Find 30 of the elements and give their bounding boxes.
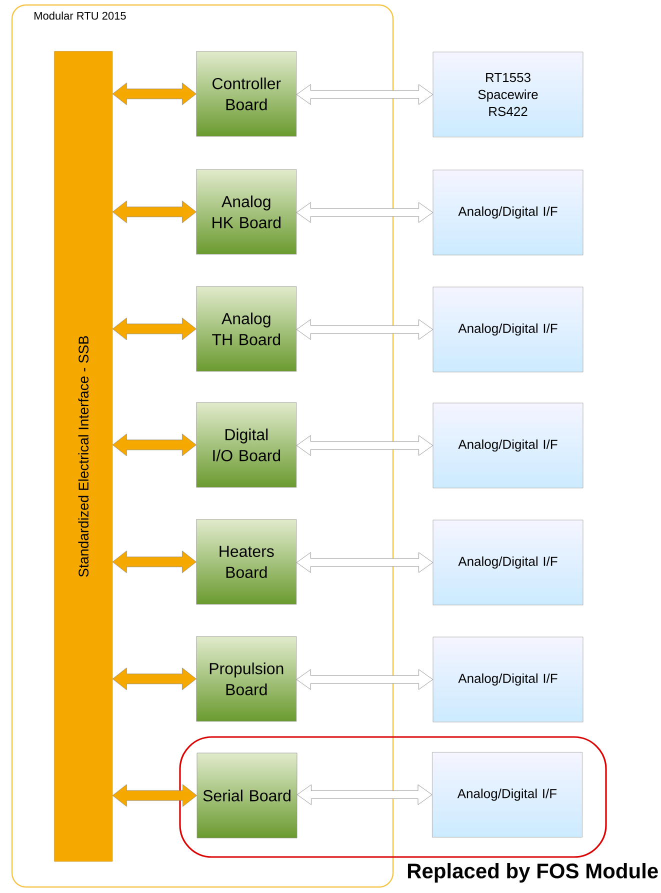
board-box: Analog HK Board (196, 169, 297, 255)
double-arrow (296, 669, 433, 690)
bus-bar: Standardized Electrical Interface - SSB (54, 51, 113, 862)
board-box: Controller Board (196, 51, 297, 137)
board-box: Propulsion Board (196, 636, 297, 722)
double-arrow (112, 82, 196, 106)
interface-box: Analog/Digital I/F (432, 752, 582, 838)
double-arrow (296, 435, 433, 456)
double-arrow (297, 784, 432, 805)
board-box: Digital I/O Board (196, 402, 297, 488)
double-arrow (296, 319, 433, 340)
double-arrow (112, 318, 196, 340)
interface-box: Analog/Digital I/F (432, 402, 584, 488)
interface-box: Analog/Digital I/F (432, 520, 584, 606)
interface-box: RT1553 Spacewire RS422 (432, 52, 584, 138)
node-label: Replaced by FOS Module (408, 863, 658, 883)
double-arrow (296, 552, 433, 573)
double-arrow (296, 84, 433, 105)
double-arrow (296, 202, 433, 223)
double-arrow (112, 784, 197, 807)
board-box: Heaters Board (196, 519, 297, 605)
board-box: Serial Board (196, 752, 298, 838)
interface-box: Analog/Digital I/F (432, 636, 584, 722)
interface-box: Analog/Digital I/F (432, 170, 584, 256)
board-box: Analog TH Board (196, 286, 297, 372)
double-arrow (112, 668, 196, 690)
double-arrow (112, 200, 196, 224)
double-arrow (112, 550, 196, 574)
double-arrow (112, 434, 196, 456)
interface-box: Analog/Digital I/F (432, 286, 584, 372)
